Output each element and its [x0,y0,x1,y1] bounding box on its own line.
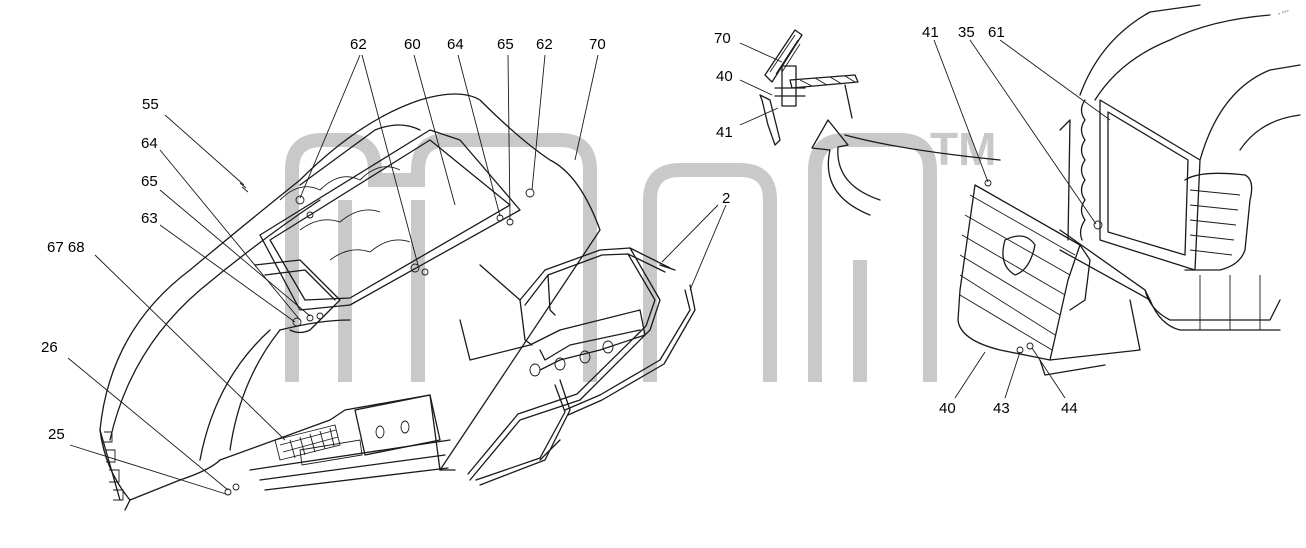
callout-43: 43 [993,400,1010,417]
callout-62-right: 62 [536,36,553,53]
callout-65-top: 65 [497,36,514,53]
callout-2: 2 [722,190,730,207]
callout-labels: 62 60 64 65 62 70 55 64 65 63 67 68 26 2… [41,9,1291,443]
fastener-points [224,182,535,496]
callout-41-section: 41 [716,124,733,141]
front-grille-drawing [957,4,1301,376]
callout-26: 26 [41,339,58,356]
cab-assembly-drawing [99,93,696,511]
mesh-panel [274,424,341,461]
callout-64-left: 64 [141,135,158,152]
callout-70-section: 70 [714,30,731,47]
callout-63: 63 [141,210,158,227]
seal-strips [467,247,696,486]
callout-65-left: 65 [141,173,158,190]
section-detail-drawing [759,29,859,146]
callout-61: 61 [988,24,1005,41]
callout-25: 25 [48,426,65,443]
callout-70-roof: 70 [589,36,606,53]
callout-60: 60 [404,36,421,53]
watermark-logo: TM [285,123,996,382]
callout-35: 35 [958,24,975,41]
callout-64-top: 64 [447,36,464,53]
callout-40-grille: 40 [939,400,956,417]
callout-44: 44 [1061,400,1078,417]
callout-62-left: 62 [350,36,367,53]
trademark-mark: TM [930,123,996,175]
direction-arrow [811,119,1001,216]
callout-55: 55 [142,96,159,113]
callout-41-grille: 41 [922,24,939,41]
leader-lines [67,39,1111,495]
corner-mark: ° °°° [1278,9,1291,19]
callout-40-section: 40 [716,68,733,85]
callout-67-68: 67 68 [47,239,85,256]
